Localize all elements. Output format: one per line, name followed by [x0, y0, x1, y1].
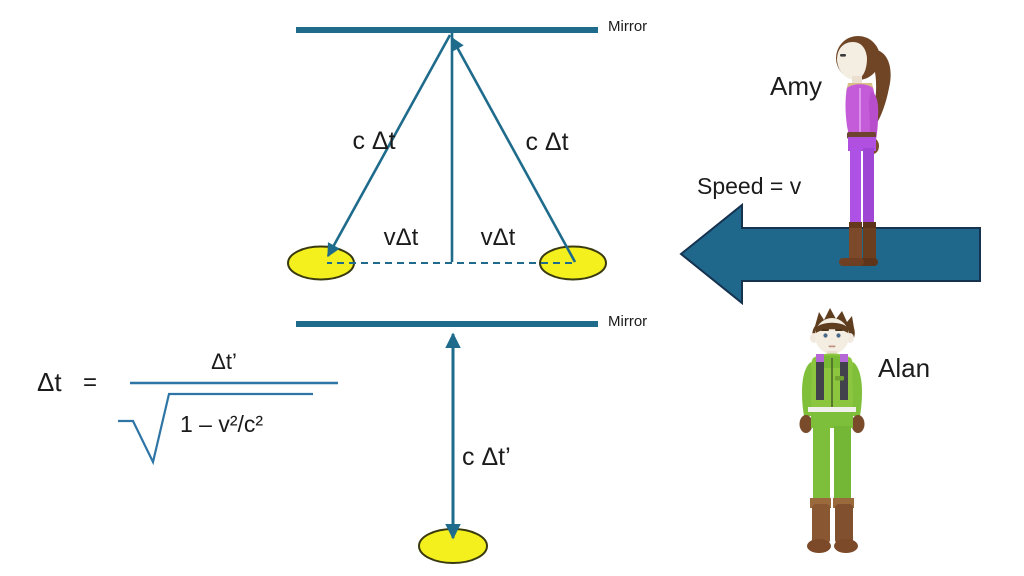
- alan-brow-left: [821, 329, 829, 331]
- alan-glove-right: [851, 415, 865, 433]
- amy-arm: [869, 91, 879, 140]
- photon-flash-left: [287, 245, 355, 281]
- bottom-mirror-bar: [296, 321, 598, 327]
- base-label-left: vΔt: [383, 224, 419, 251]
- light-path-label-right: c Δt: [525, 128, 569, 156]
- amy-leg-back: [863, 148, 874, 228]
- amy-boot-back: [863, 228, 876, 260]
- alan-eye-right: [836, 333, 841, 338]
- light-path-down-arrow: [326, 34, 452, 258]
- light-path-label-left: c Δt: [352, 127, 396, 155]
- alan-leg-left: [813, 426, 830, 502]
- formula-numerator: Δt’: [211, 349, 237, 374]
- amy-boot-front: [849, 228, 862, 260]
- alan-boot-left: [812, 504, 830, 544]
- alan-boot-right: [835, 504, 853, 544]
- photon-flash-right: [539, 245, 607, 281]
- formula-equals: =: [83, 369, 98, 396]
- square-root-sign: [118, 392, 313, 466]
- bottom-mirror-label: Mirror: [608, 313, 648, 330]
- alan-chest-tag: [835, 376, 844, 381]
- alan-foot-left: [807, 539, 831, 553]
- alan-belt: [808, 407, 856, 412]
- alan-mouth: [828, 345, 836, 348]
- amy-neck: [852, 76, 862, 85]
- alan-leg-right: [834, 426, 851, 502]
- amy-name-label: Amy: [770, 71, 822, 101]
- alan-strap-pad-left: [816, 354, 824, 364]
- amy-sole-front: [839, 258, 864, 266]
- velocity-left-arrow: [679, 202, 981, 306]
- amy-avatar: [836, 36, 891, 266]
- alan-avatar: [799, 308, 865, 553]
- rest-light-path-label: c Δt’: [462, 443, 511, 471]
- alan-glove-left: [799, 415, 813, 433]
- alan-boot-cuff-right: [833, 498, 854, 508]
- alan-arm-left: [802, 362, 812, 416]
- alan-name-label: Alan: [878, 353, 931, 383]
- alan-eye-left: [823, 333, 828, 338]
- speed-label: Speed = v: [697, 173, 802, 199]
- amy-hips: [848, 137, 876, 151]
- amy-leg-front: [850, 148, 861, 228]
- alan-boot-cuff-left: [810, 498, 831, 508]
- alan-strap-pad-right: [840, 354, 848, 364]
- light-path-up-arrow: [450, 36, 577, 263]
- alan-strap-left: [816, 362, 824, 400]
- alan-hips: [811, 412, 853, 428]
- base-label-right: vΔt: [480, 224, 516, 251]
- alan-foot-right: [834, 539, 858, 553]
- amy-boot-cuff-back: [863, 222, 876, 232]
- top-mirror-bar: [296, 27, 598, 33]
- alan-arm-right: [852, 362, 862, 416]
- alan-strap-right: [840, 362, 848, 400]
- amy-boot-cuff-front: [849, 222, 862, 232]
- alan-fringe: [816, 322, 848, 333]
- amy-face: [837, 42, 867, 80]
- formula-radicand: 1 – v²/c²: [180, 411, 264, 437]
- top-mirror-label: Mirror: [608, 18, 648, 35]
- alan-brow-right: [835, 329, 843, 331]
- amy-eye: [840, 54, 846, 57]
- formula-lhs: Δt: [37, 367, 62, 397]
